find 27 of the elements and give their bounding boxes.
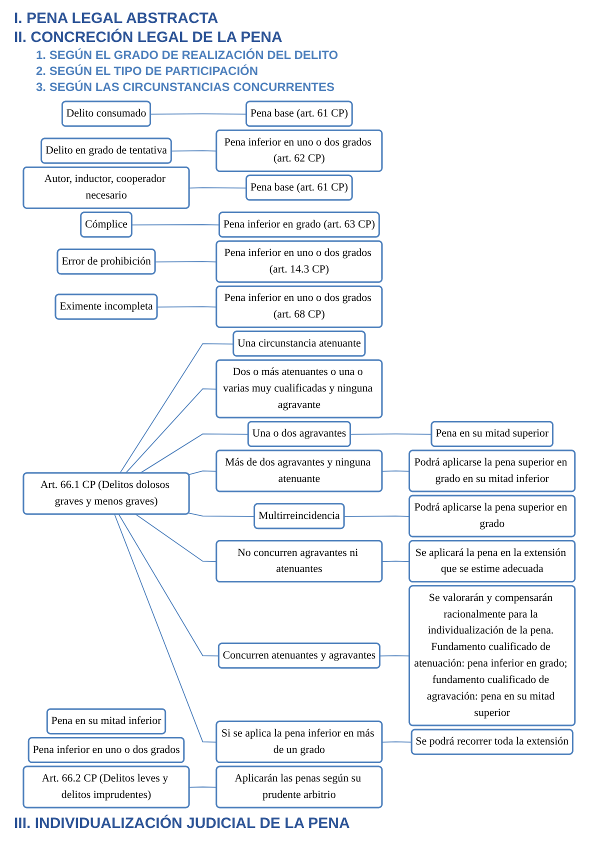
connector	[171, 150, 218, 152]
connector	[150, 113, 248, 115]
section-heading: III. INDIVIDUALIZACIÓN JUDICIAL DE LA PENA	[14, 815, 351, 832]
subsection-heading: 2. SEGÚN EL TIPO DE PARTICIPACIÓN	[36, 64, 260, 78]
connector	[125, 388, 218, 474]
connector	[189, 786, 218, 788]
connector	[157, 306, 218, 308]
section-heading: II. CONCRECIÓN LEGAL DE LA PENA	[14, 29, 284, 46]
section-heading: I. PENA LEGAL ABSTRACTA	[14, 10, 220, 27]
connector	[136, 514, 218, 562]
connector	[132, 224, 220, 226]
connector	[382, 741, 413, 743]
connector	[380, 655, 410, 656]
subsection-heading: 3. SEGÚN LAS CIRCUNSTANCIAS CONCURRENTES	[36, 80, 336, 94]
connector	[120, 343, 234, 474]
subsection-heading: 1. SEGÚN EL GRADO DE REALIZACIÓN DEL DELITO	[36, 48, 340, 62]
connector	[118, 514, 220, 656]
connector	[188, 470, 218, 476]
connector	[382, 560, 410, 562]
connector	[155, 261, 218, 262]
connector	[140, 434, 250, 474]
connector	[188, 512, 256, 517]
connector	[382, 470, 410, 472]
connector	[344, 516, 410, 517]
connector	[350, 434, 433, 435]
connector	[189, 187, 248, 188]
connector	[114, 514, 218, 743]
